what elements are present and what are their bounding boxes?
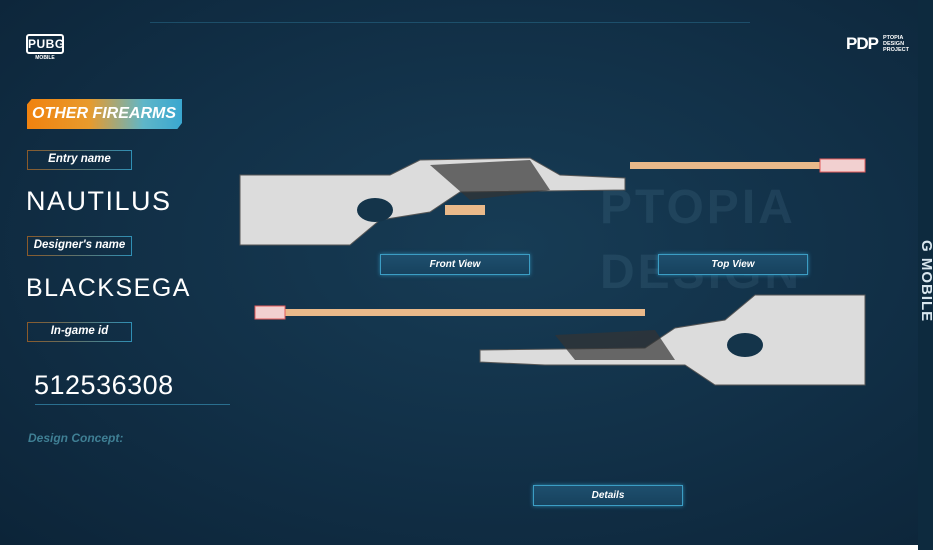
watermark: PTOPIA [600, 181, 796, 234]
front-view-button[interactable]: Front View [380, 254, 530, 275]
pubg-mobile-logo: PUBG MOBILE [26, 34, 64, 64]
top-view-button[interactable]: Top View [658, 254, 808, 275]
logo-sub: MOBILE [35, 55, 55, 61]
rifle-images [239, 157, 866, 386]
pdp-line: PTOPIA [882, 35, 904, 41]
ingame-id-value: 512536308 [34, 370, 174, 400]
side-strip [918, 0, 933, 550]
rifle-top-view [254, 294, 866, 386]
designer-name-value: BLACKSEGA [26, 274, 191, 302]
ingame-id-label: In-game id [27, 322, 132, 342]
rifle-front-view [239, 157, 866, 246]
side-text: G MOBILE [918, 240, 933, 323]
entry-name-label: Entry name [27, 150, 132, 170]
pdp-line: PROJECT [882, 47, 909, 53]
category-badge: OTHER FIREARMS [27, 99, 182, 129]
pdp-line: DESIGN [882, 41, 905, 47]
details-button[interactable]: Details [533, 485, 683, 506]
designer-name-label: Designer's name [27, 236, 132, 256]
design-concept-label: Design Concept: [28, 431, 124, 445]
divider [35, 404, 230, 405]
pdp-mark: PDP [846, 34, 879, 53]
frame-line [150, 22, 750, 23]
logo-text: PUBG [26, 34, 64, 54]
entry-name-value: NAUTILUS [26, 186, 172, 216]
